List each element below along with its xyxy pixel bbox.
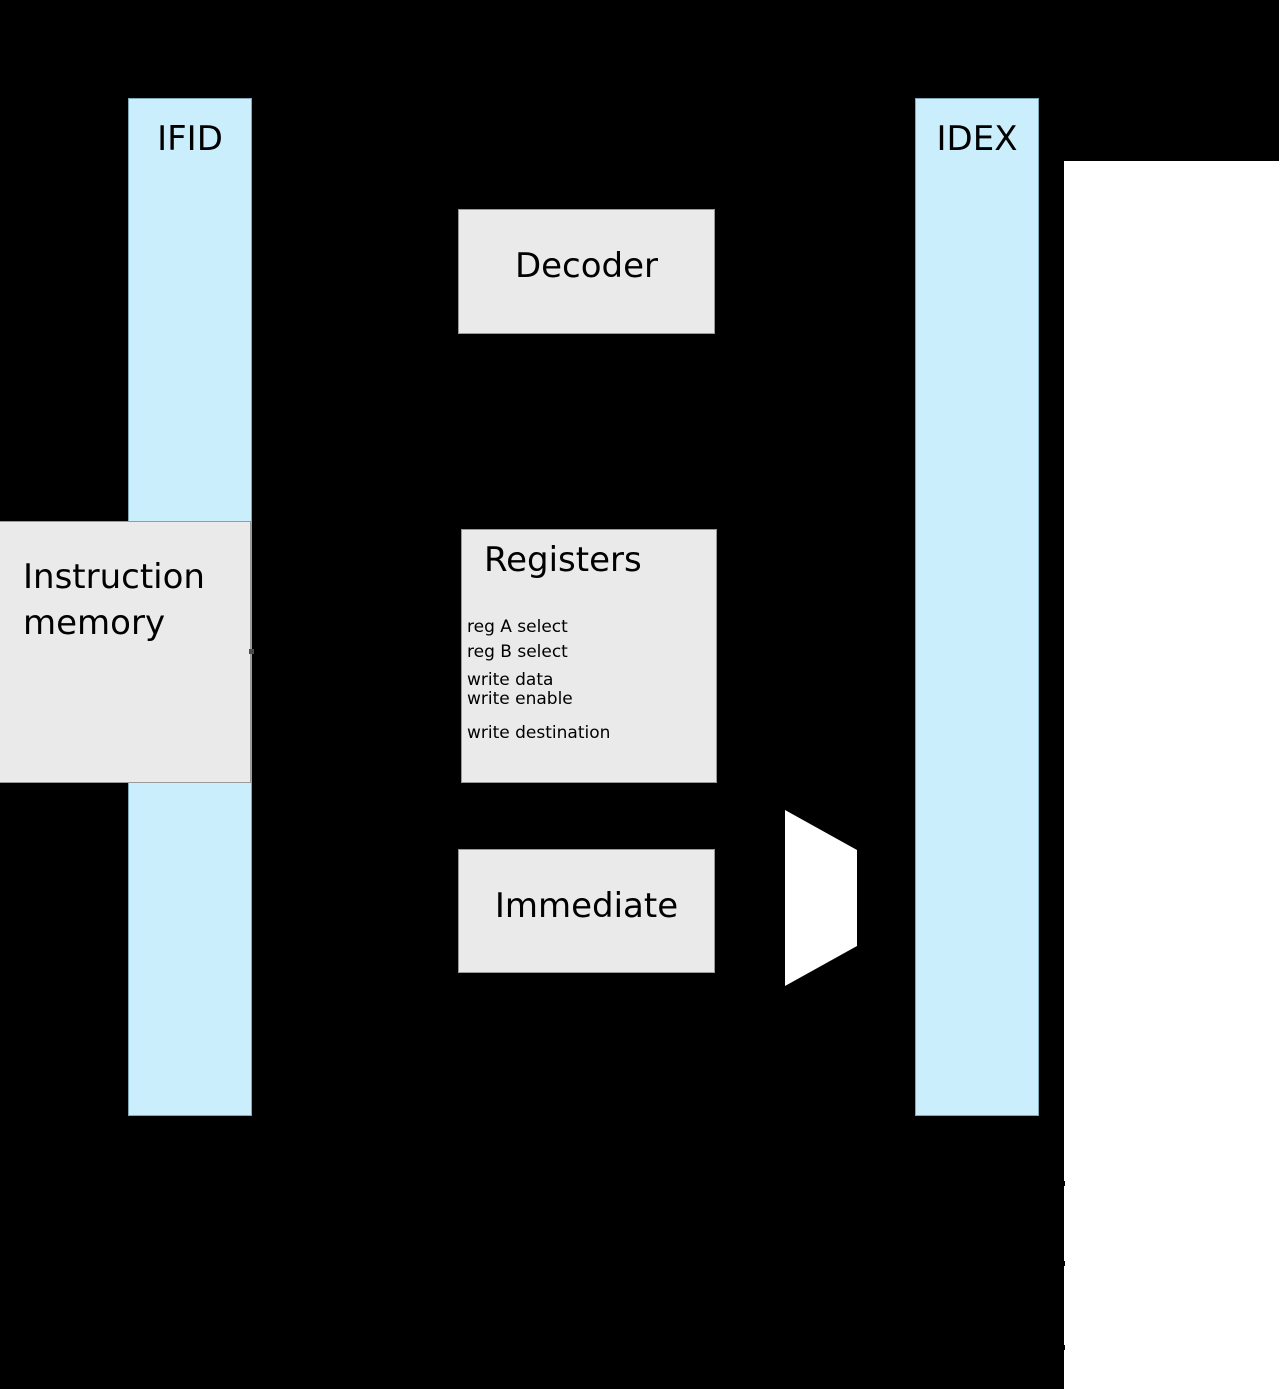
panel-notch-1 <box>1062 1181 1065 1186</box>
right-white-panel <box>1064 161 1279 1389</box>
block-instruction-memory-label-line2: memory <box>23 603 166 643</box>
block-immediate-label: Immediate <box>494 886 679 926</box>
registers-port-write-destination: write destination <box>467 723 611 743</box>
block-instruction-memory-label: Instruction memory <box>23 554 205 646</box>
registers-port-reg-a-select: reg A select <box>467 617 568 637</box>
block-instruction-memory[interactable]: Instruction memory <box>0 521 251 783</box>
panel-notch-3 <box>1062 1345 1065 1350</box>
panel-notch-2 <box>1062 1261 1065 1266</box>
pipeline-register-ifid-label: IFID <box>157 119 223 159</box>
operand-multiplexer[interactable] <box>783 808 861 988</box>
pipeline-register-idex[interactable]: IDEX <box>915 98 1039 1116</box>
registers-port-write-enable: write enable <box>467 689 573 709</box>
instruction-memory-output-stub <box>249 649 254 654</box>
block-registers[interactable]: Registers reg A select reg B select writ… <box>461 529 717 783</box>
registers-port-reg-b-select: reg B select <box>467 642 568 662</box>
block-decoder-label: Decoder <box>514 246 659 286</box>
block-registers-label: Registers <box>484 540 642 580</box>
pipeline-register-idex-label: IDEX <box>936 119 1018 159</box>
block-instruction-memory-label-line1: Instruction <box>23 557 205 597</box>
block-decoder[interactable]: Decoder <box>458 209 715 334</box>
registers-port-write-data: write data <box>467 670 554 690</box>
block-immediate[interactable]: Immediate <box>458 849 715 973</box>
